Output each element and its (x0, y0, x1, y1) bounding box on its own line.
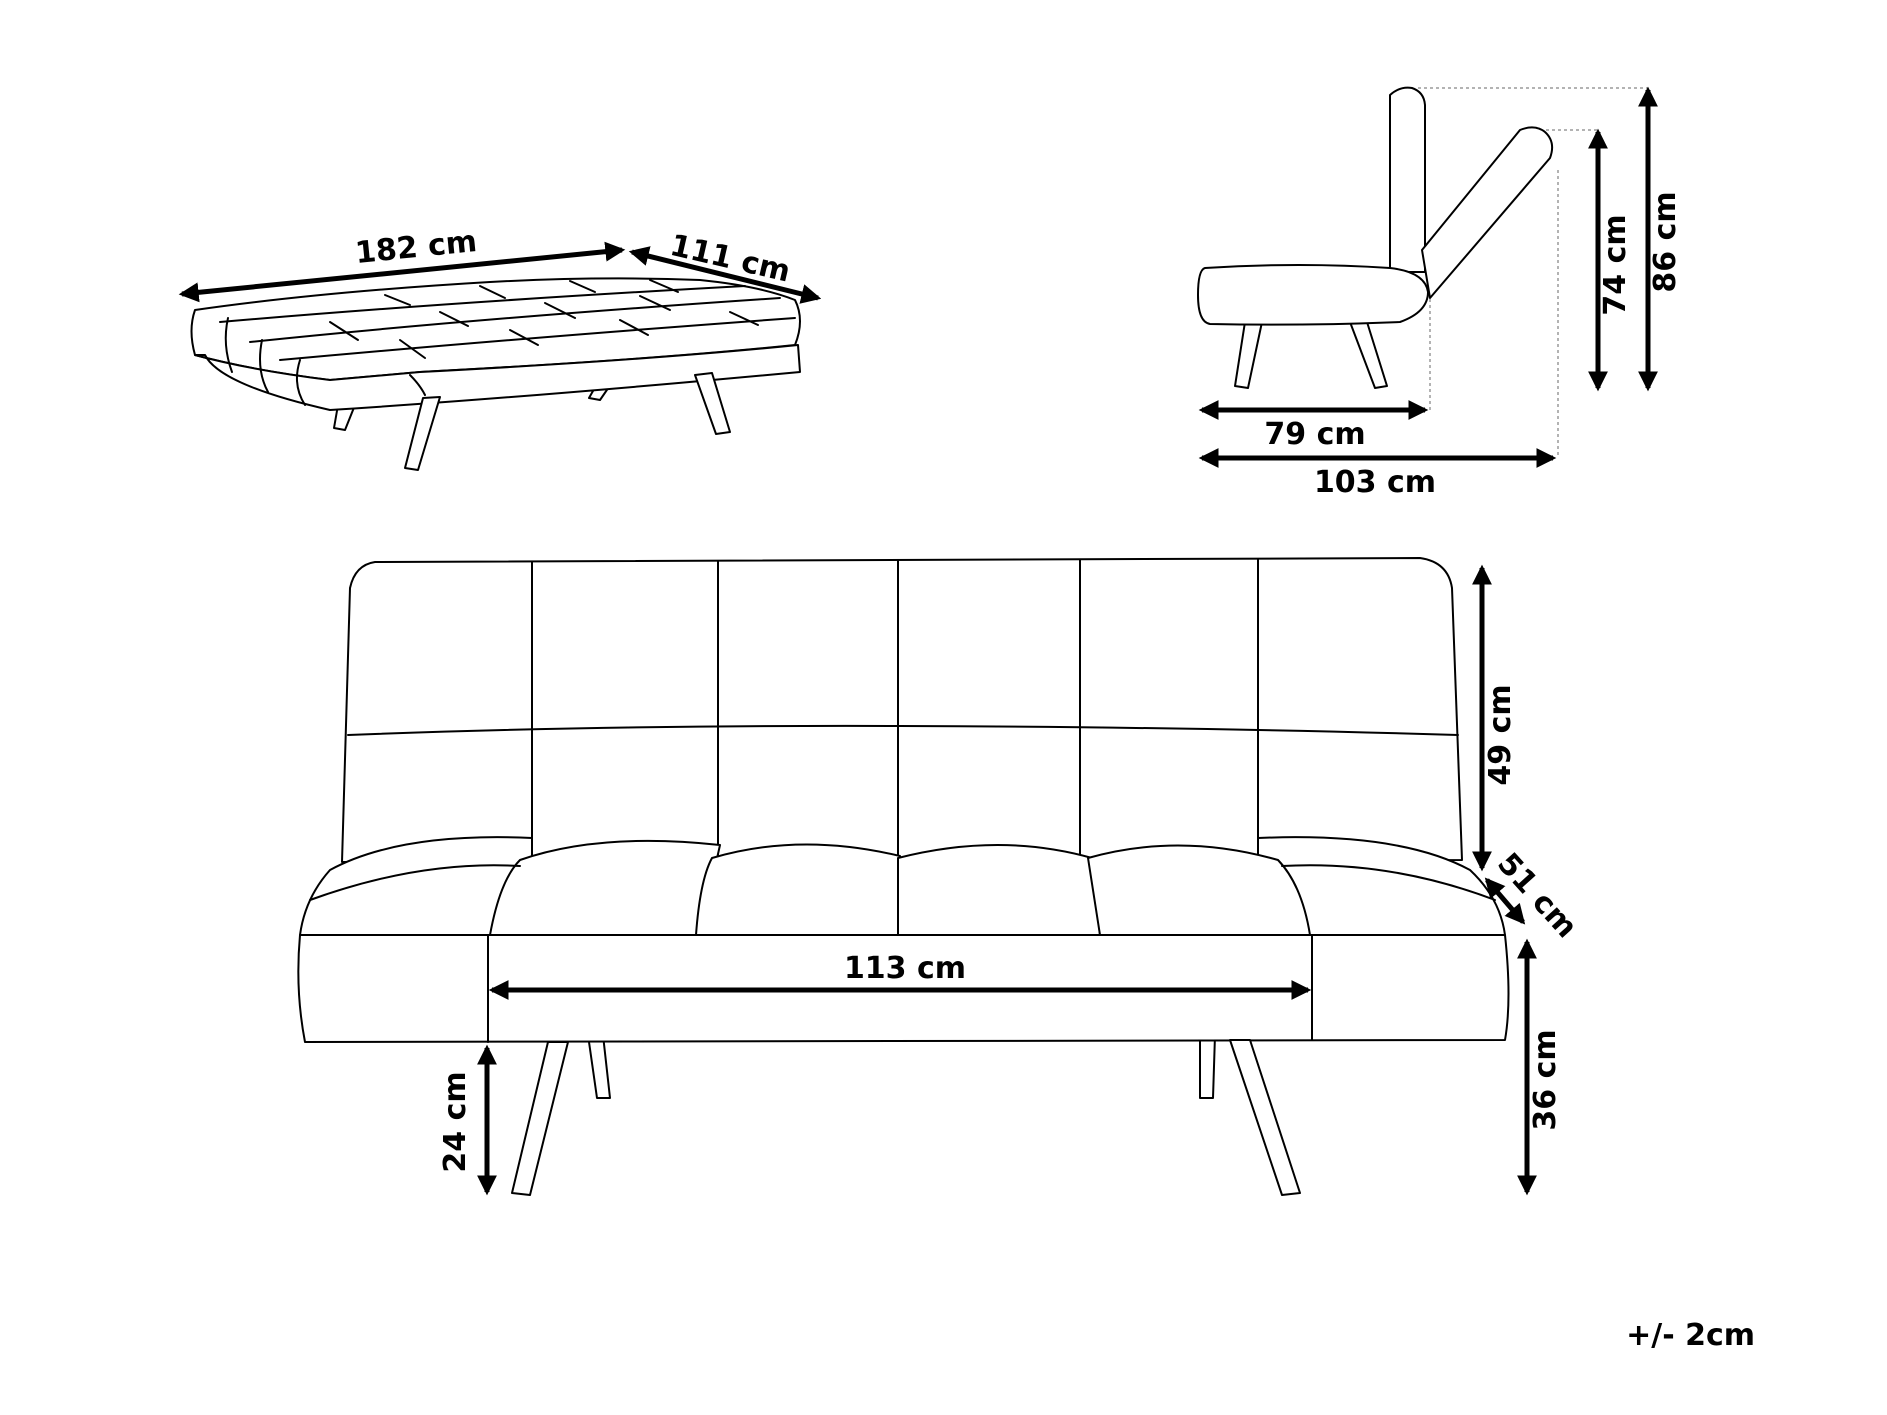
front-leg-height-label: 24 cm (438, 1071, 473, 1172)
side-total-depth-label: 103 cm (1314, 465, 1436, 500)
front-seat-depth-arrow (1484, 877, 1526, 925)
flat-width-arrow (178, 241, 626, 303)
side-view: 79 cm 103 cm 74 cm 86 cm (1197, 86, 1683, 500)
side-total-height-label: 86 cm (1648, 191, 1683, 292)
front-view: 113 cm 49 cm 51 cm 36 cm 24 cm (297, 557, 1584, 1196)
tolerance-note: +/- 2cm (1626, 1318, 1755, 1353)
flat-bed-view: 182 cm 111 cm (178, 224, 822, 471)
front-seat-width-label: 113 cm (844, 951, 966, 986)
side-seat-depth-label: 79 cm (1264, 417, 1365, 452)
front-seat-height-label: 36 cm (1528, 1029, 1563, 1130)
flat-depth-arrow (628, 246, 822, 304)
front-back-height-label: 49 cm (1483, 684, 1518, 785)
side-back-height-label: 74 cm (1598, 214, 1633, 315)
